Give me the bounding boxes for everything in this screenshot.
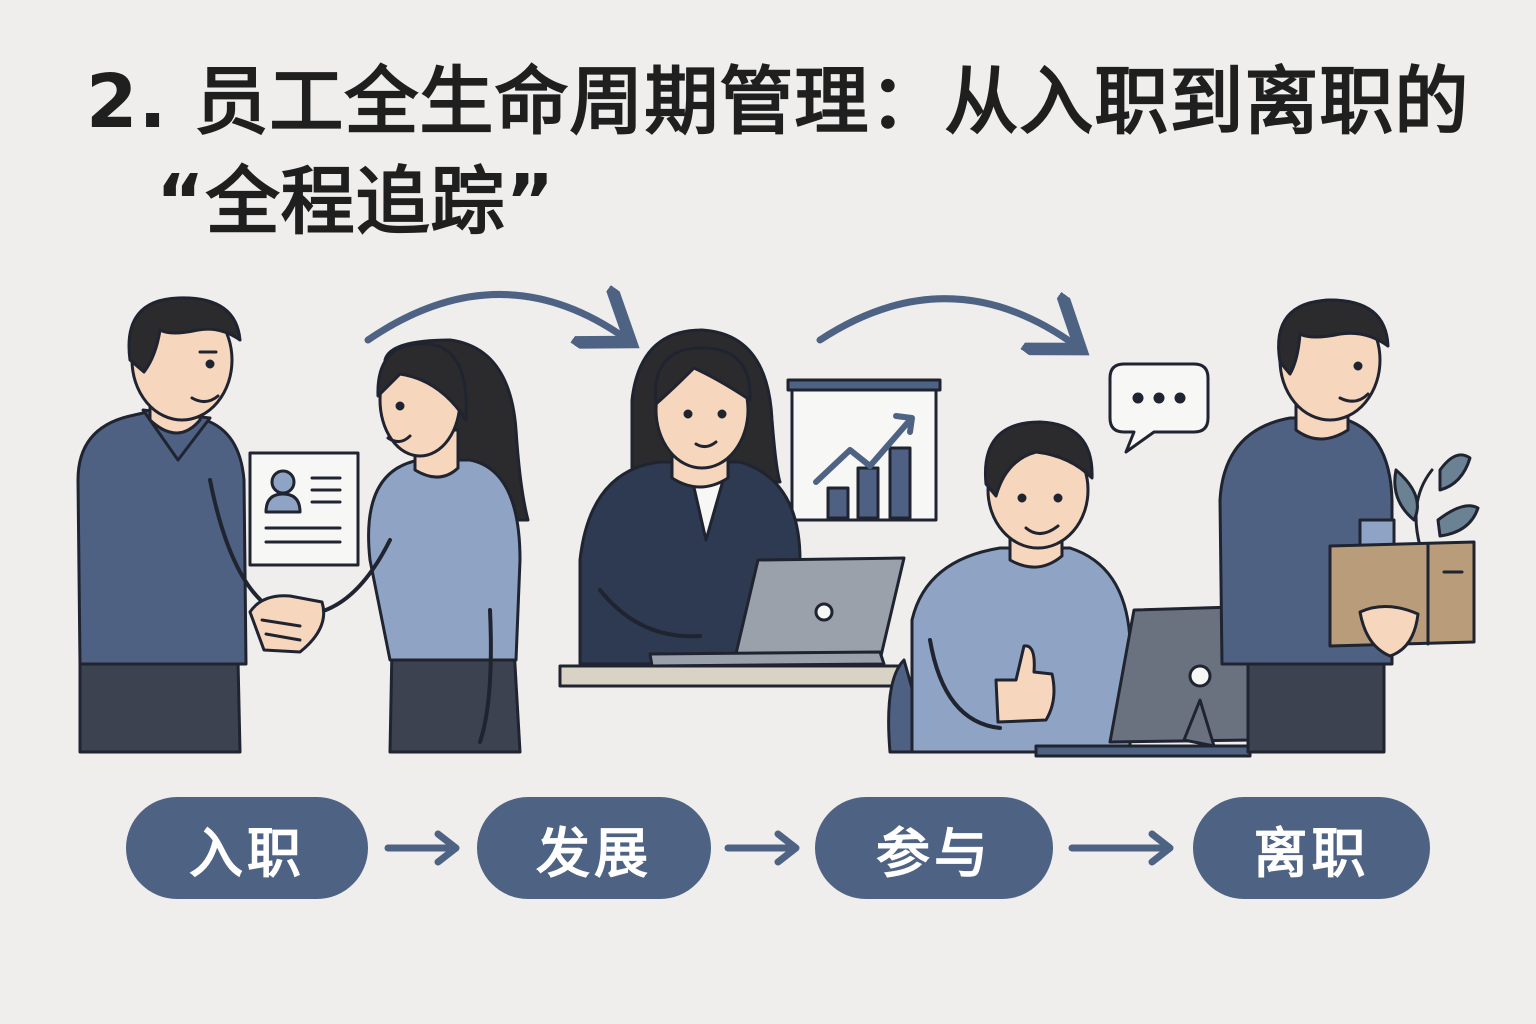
stage-engagement: 参与 — [815, 797, 1053, 899]
flow-arrow-1-icon — [384, 830, 460, 866]
stage-development: 发展 — [477, 797, 711, 899]
growth-chart-icon — [786, 378, 942, 522]
new-hire-man — [76, 296, 302, 754]
laptop-icon — [648, 556, 906, 668]
stage-offboarding: 离职 — [1193, 797, 1430, 899]
curved-arrow-1 — [364, 294, 625, 340]
plant-box-icon — [1328, 453, 1480, 658]
resume-card-icon — [248, 451, 360, 567]
speech-bubble-icon — [1108, 362, 1210, 454]
engaged-employee — [887, 420, 1132, 754]
title-line-2: “全程追踪” — [156, 159, 556, 245]
curved-arrow-2 — [816, 299, 1075, 345]
flow-arrow-2-icon — [724, 830, 800, 866]
handshake-icon — [248, 594, 326, 654]
stage-onboarding: 入职 — [126, 797, 368, 899]
thumbs-up-icon — [994, 644, 1056, 724]
developing-employee — [578, 328, 802, 666]
title-line-1: 2. 员工全生命周期管理：从入职到离职的 — [86, 59, 1470, 145]
desk-surface — [558, 664, 902, 688]
flow-arrow-3-icon — [1068, 830, 1174, 866]
page-title: 2. 员工全生命周期管理：从入职到离职的 “全程追踪” — [86, 52, 1506, 252]
